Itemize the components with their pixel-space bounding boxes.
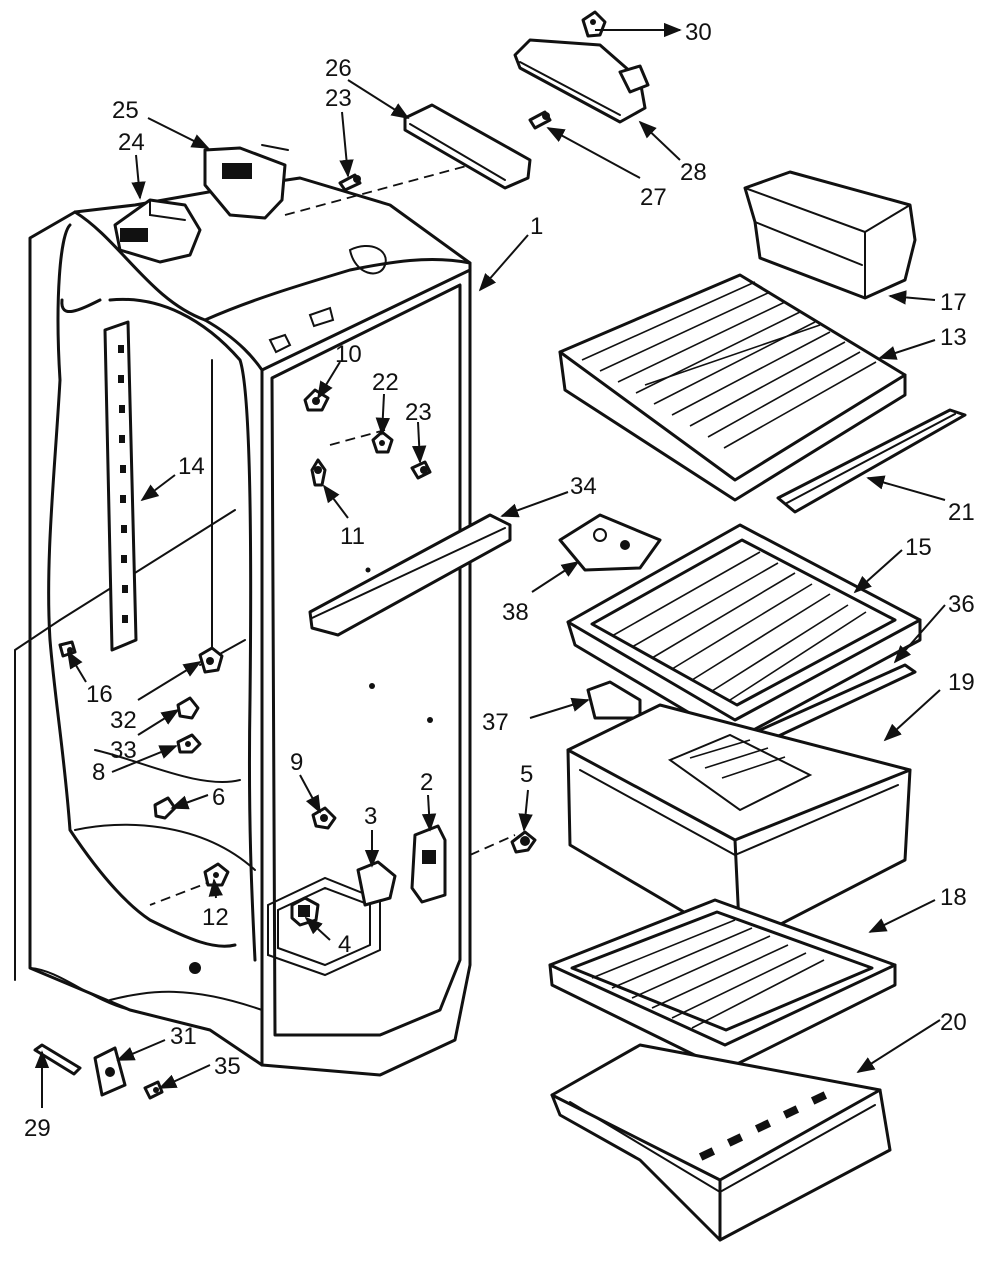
callout-24: 24 bbox=[118, 129, 145, 156]
callout-8: 8 bbox=[92, 759, 105, 786]
bracket-part-3 bbox=[356, 860, 397, 907]
callout-25: 25 bbox=[112, 97, 139, 124]
fitting-part-33 bbox=[176, 696, 200, 720]
crisper-cover-part-18 bbox=[548, 898, 897, 1072]
screw-part-35 bbox=[143, 1080, 164, 1100]
callout-13: 13 bbox=[940, 324, 967, 351]
callout-5: 5 bbox=[520, 761, 533, 788]
light-shield-part-25 bbox=[203, 144, 289, 220]
fitting-part-8 bbox=[176, 733, 202, 754]
callout-16: 16 bbox=[86, 681, 113, 708]
callout-35: 35 bbox=[214, 1053, 241, 1080]
fitting-part-9 bbox=[311, 806, 337, 830]
nut-part-22 bbox=[371, 430, 394, 454]
callout-28: 28 bbox=[680, 159, 707, 186]
callout-18: 18 bbox=[940, 884, 967, 911]
fitting-part-32 bbox=[198, 646, 224, 674]
assembly-dash-lines bbox=[149, 164, 516, 906]
callout-9: 9 bbox=[290, 749, 303, 776]
callout-6: 6 bbox=[212, 784, 225, 811]
screw-part-27 bbox=[528, 110, 552, 130]
clip-part-30 bbox=[581, 10, 607, 38]
callout-26: 26 bbox=[325, 55, 352, 82]
callout-2: 2 bbox=[420, 769, 433, 796]
screw-part-23-lower bbox=[410, 460, 432, 480]
callout-30: 30 bbox=[685, 19, 712, 46]
callout-34: 34 bbox=[570, 473, 597, 500]
trim-part-21 bbox=[776, 408, 967, 514]
bracket-part-28 bbox=[513, 38, 650, 124]
rail-part-26 bbox=[403, 103, 532, 190]
bolt-part-11 bbox=[310, 458, 327, 487]
pan-cover-part-38 bbox=[558, 513, 662, 572]
leader-lines bbox=[34, 22, 946, 1108]
hinge-part-2 bbox=[410, 824, 447, 904]
support-part-37 bbox=[586, 680, 642, 720]
fitting-part-4 bbox=[290, 896, 320, 927]
callout-21: 21 bbox=[948, 499, 975, 526]
crisper-pan-part-19 bbox=[566, 703, 912, 947]
dairy-bin-part-17 bbox=[743, 170, 917, 300]
callout-38: 38 bbox=[502, 599, 529, 626]
fitting-part-12 bbox=[203, 862, 230, 887]
callout-22: 22 bbox=[372, 369, 399, 396]
callout-10: 10 bbox=[335, 341, 362, 368]
callout-23-upper: 23 bbox=[325, 85, 352, 112]
callout-27: 27 bbox=[640, 184, 667, 211]
callout-12: 12 bbox=[202, 904, 229, 931]
callout-29: 29 bbox=[24, 1115, 51, 1142]
callout-32: 32 bbox=[110, 707, 137, 734]
callout-37: 37 bbox=[482, 709, 509, 736]
callout-36: 36 bbox=[948, 591, 975, 618]
screw-part-16 bbox=[58, 640, 77, 658]
wire-shelf-part-13 bbox=[558, 273, 907, 502]
callout-1: 1 bbox=[530, 213, 543, 240]
control-part-10 bbox=[303, 388, 330, 412]
cabinet-liner bbox=[14, 176, 472, 1077]
callout-15: 15 bbox=[905, 534, 932, 561]
callout-20: 20 bbox=[940, 1009, 967, 1036]
callout-17: 17 bbox=[940, 289, 967, 316]
bracket-part-31 bbox=[93, 1046, 127, 1097]
callout-23-lower: 23 bbox=[405, 399, 432, 426]
callout-3: 3 bbox=[364, 803, 377, 830]
callout-19: 19 bbox=[948, 669, 975, 696]
shelf-ladder-part-14 bbox=[103, 320, 138, 652]
callout-labels: 30 26 23 25 24 28 27 1 17 13 10 22 23 14… bbox=[24, 19, 975, 1142]
callout-4: 4 bbox=[338, 931, 351, 958]
callout-11: 11 bbox=[340, 523, 365, 550]
light-housing-part-24 bbox=[113, 198, 202, 264]
callout-33: 33 bbox=[110, 737, 137, 764]
cross-rail-part-34 bbox=[308, 513, 512, 637]
callout-14: 14 bbox=[178, 453, 205, 480]
screw-part-5 bbox=[510, 830, 537, 854]
screw-part-23-upper bbox=[338, 173, 362, 192]
callout-31: 31 bbox=[170, 1023, 197, 1050]
meat-pan-part-20 bbox=[550, 1043, 892, 1242]
fitting-part-6 bbox=[153, 796, 177, 820]
